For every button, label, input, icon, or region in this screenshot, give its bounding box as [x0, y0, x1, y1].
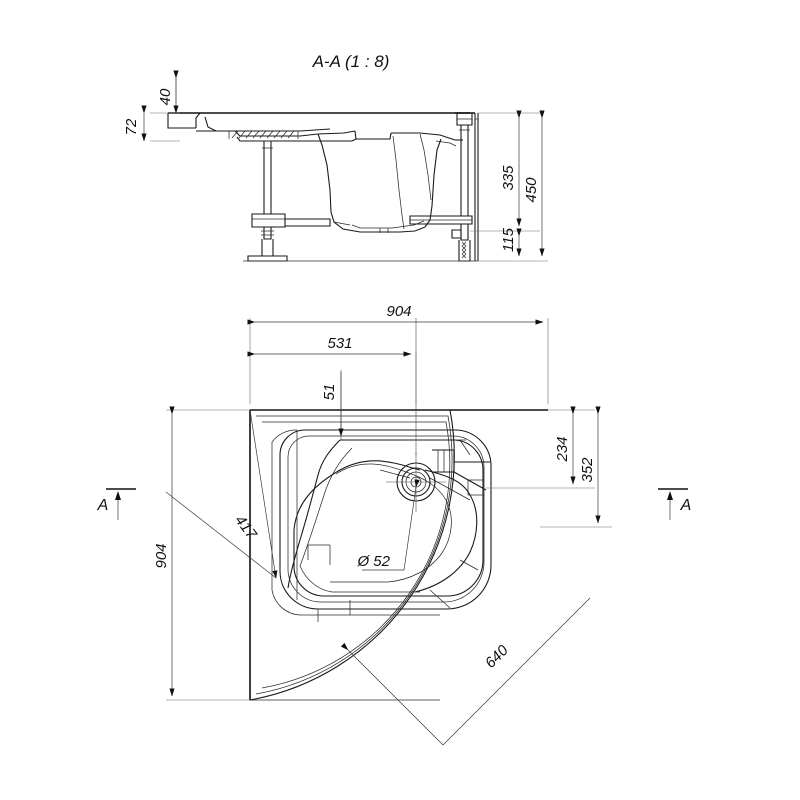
- rim-hatch: [231, 130, 295, 139]
- basin-bowl-shape: [287, 439, 484, 622]
- dim-drain-offset-x: 531: [247, 335, 417, 404]
- drain-outlet: [386, 452, 446, 512]
- bath-bowl-profile: [317, 133, 457, 233]
- dim-drain-offset-y: 234: [486, 406, 595, 489]
- dim-label-904-width: 904: [386, 303, 411, 320]
- tray-outer-rim: [249, 409, 455, 701]
- dim-label-d52: Ø 52: [356, 553, 390, 570]
- dim-label-40: 40: [157, 88, 174, 105]
- frame-post-right: [409, 112, 479, 262]
- dim-overall-depth: 904: [153, 406, 250, 701]
- section-view-group: A-A (1 : 8): [123, 52, 548, 262]
- dim-diagonal-inner: 417: [165, 409, 278, 579]
- dim-label-115: 115: [500, 227, 517, 252]
- plan-view-group: Ø 52 904 531 51 904: [97, 303, 692, 746]
- bath-rim-profile: [167, 112, 470, 142]
- dim-overall-height: 450: [478, 110, 548, 262]
- diameter-leader: Ø 52: [356, 479, 420, 571]
- section-marker-right: A: [658, 488, 692, 520]
- dim-label-531: 531: [327, 335, 352, 352]
- dim-label-640: 640: [482, 641, 512, 671]
- dim-label-904-depth: 904: [153, 543, 170, 568]
- dim-label-72: 72: [123, 118, 140, 135]
- dim-label-352: 352: [579, 457, 596, 483]
- dim-basin-depth: 335: [470, 110, 540, 232]
- section-letter-left: A: [97, 497, 109, 514]
- section-marker-left: A: [97, 488, 136, 520]
- post-hatch: [461, 241, 467, 259]
- dim-diagonal-outer: 640: [340, 597, 591, 746]
- dim-label-51: 51: [321, 384, 338, 401]
- section-letter-right: A: [680, 497, 692, 514]
- support-leg-left: [247, 140, 331, 262]
- dim-rim-thickness: 72: [123, 105, 180, 142]
- dim-leg-height: 115: [500, 227, 522, 257]
- drain-surround-detail: [379, 449, 490, 501]
- dim-label-335: 335: [500, 165, 517, 191]
- dim-label-417: 417: [231, 512, 260, 543]
- dim-inner-offset-y: 352: [540, 406, 612, 528]
- dim-edge-offset: 51: [321, 372, 344, 437]
- dim-rim-top: 40: [157, 70, 179, 114]
- dim-label-450: 450: [523, 177, 540, 203]
- section-title: A-A (1 : 8): [312, 52, 390, 71]
- dim-overall-width: 904: [247, 303, 549, 404]
- dim-label-234: 234: [554, 436, 571, 462]
